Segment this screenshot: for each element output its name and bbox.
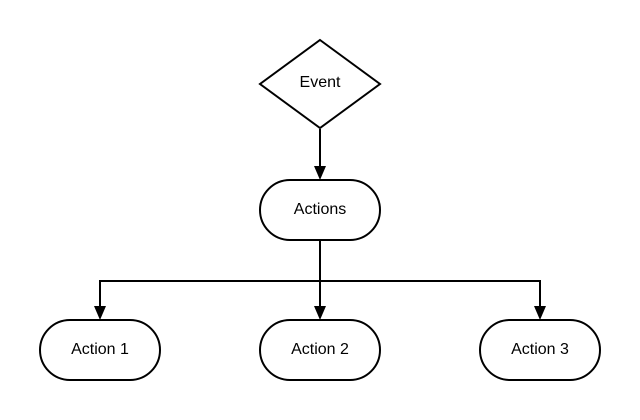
action-2-box-shape: [259, 319, 381, 381]
arrowhead-action-3: [534, 306, 546, 320]
arrowhead-action-1: [94, 306, 106, 320]
node-action-1[interactable]: Action 1: [39, 319, 161, 381]
arrowhead-actions: [314, 166, 326, 180]
node-action-3[interactable]: Action 3: [479, 319, 601, 381]
arrowhead-action-2: [314, 306, 326, 320]
node-event[interactable]: Event: [258, 38, 382, 130]
node-action-2[interactable]: Action 2: [259, 319, 381, 381]
event-label: Event: [300, 74, 341, 91]
action-1-label: Action 1: [71, 341, 129, 358]
connectors: [94, 129, 546, 320]
action-1-box-shape: [39, 319, 161, 381]
node-actions[interactable]: Actions: [259, 179, 381, 241]
actions-box-shape: [259, 179, 381, 241]
action-3-box-shape: [479, 319, 601, 381]
action-2-label: Action 2: [291, 341, 349, 358]
action-3-label: Action 3: [511, 341, 569, 358]
event-diamond-shape: [258, 38, 382, 130]
actions-label: Actions: [294, 201, 346, 218]
